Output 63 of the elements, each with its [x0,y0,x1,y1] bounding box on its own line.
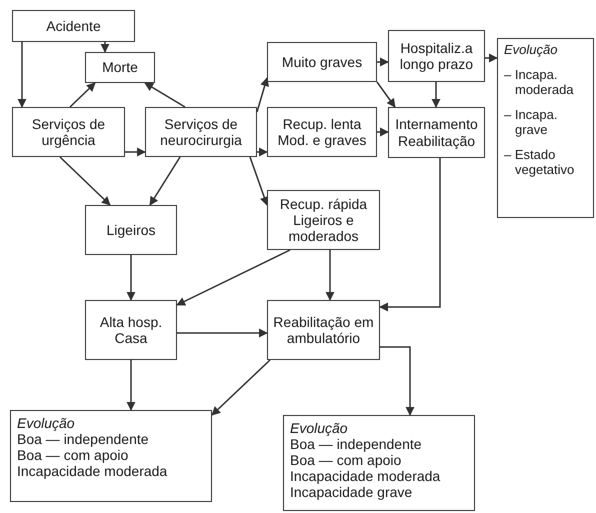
arrow [100,42,110,53]
outcome-heading: Evolução [17,415,75,432]
outcome-box [283,415,475,511]
outcome-item: Boa — com apoio [17,447,128,464]
arrow [380,346,414,416]
process-box [388,30,485,82]
arrow [149,156,181,206]
outcome-box [10,410,212,502]
arrow [326,250,334,301]
process-box [85,300,177,360]
arrow [177,328,268,338]
arrow [18,42,26,108]
box-label: Serviços de neurocirurgia [159,116,243,148]
outcome-item: Incapacidade moderada [17,463,168,480]
process-box [85,52,155,83]
outcome-item: – Incapa. grave [504,108,558,138]
box-label: Ligeiros [106,222,156,238]
process-box [267,42,377,82]
arrow [69,82,96,108]
arrow [256,77,270,112]
process-box [267,190,380,250]
box-label: Internamento Reabilitação [394,116,479,149]
arrow [126,255,136,301]
arrow [125,148,146,156]
box-label: Acidente [46,18,101,34]
process-box [85,205,177,255]
arrow [377,58,389,66]
outcome-box [497,38,594,218]
arrow [126,360,136,411]
arrow [144,82,186,108]
box-label: Recup. lenta Mod. e graves [276,116,368,148]
outcome-item: Boa — com apoio [290,452,402,468]
arrow [211,359,271,416]
arrow [257,148,268,156]
arrow [379,158,441,312]
box-label: Hospitaliz.a longo prazo [398,40,474,72]
arrow [59,156,111,206]
outcome-item: Boa — independente [17,431,149,448]
arrow [432,82,440,108]
arrow [376,82,396,108]
box-label: Recup. rápida Ligeiros e moderados [278,196,368,244]
outcome-item: Incapacidade moderada [290,468,440,484]
outcome-heading: Evolução [290,420,348,436]
outcome-item: Incapacidade grave [290,484,412,500]
process-box [388,107,485,158]
arrow [249,156,269,206]
arrow [176,249,290,306]
box-label: Morte [102,59,138,76]
outcome-item: – Estado vegetativo [504,148,576,178]
process-box [267,300,380,360]
box-label: Muito graves [282,54,362,70]
box-label: Alta hosp. Casa [98,314,164,346]
process-box [12,10,135,42]
process-box [145,107,257,157]
box-label: Serviços de urgência [30,116,106,148]
process-box [267,107,377,157]
outcome-item: – Incapa. moderada [504,68,575,98]
outcome-item: Boa — independente [290,436,422,452]
arrow [485,54,498,62]
outcome-heading: Evolução [504,43,558,58]
arrow [377,128,389,136]
box-label: Reabilitação em ambulatório [272,314,375,346]
process-box [12,107,125,157]
